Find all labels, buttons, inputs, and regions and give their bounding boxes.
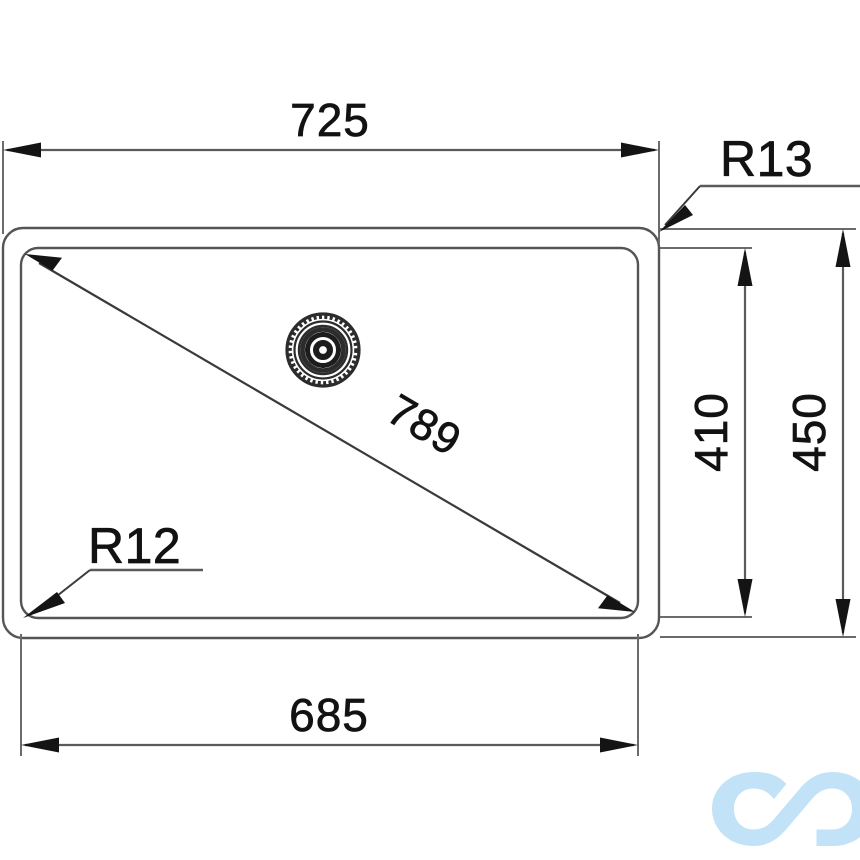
dimension-685: 685 xyxy=(20,634,639,756)
sink-outlines xyxy=(1,226,661,640)
dimension-410: 410 xyxy=(660,247,753,618)
radius-label-r12: R12 xyxy=(88,518,181,574)
radius-label-r13: R13 xyxy=(720,131,813,187)
arrow-789-topleft xyxy=(25,254,62,271)
drain-grate-icon xyxy=(285,312,361,388)
arrow-410-top xyxy=(737,248,753,286)
dim-label-725: 725 xyxy=(290,94,370,146)
dim-label-450: 450 xyxy=(783,392,835,472)
arrow-410-bottom xyxy=(737,579,753,617)
radius-callout-r13: R13 xyxy=(659,131,860,232)
arrow-r12 xyxy=(23,592,65,618)
arrow-r13 xyxy=(659,205,693,232)
infinity-logo-icon xyxy=(712,772,860,846)
arrow-450-bottom xyxy=(835,599,851,637)
dimension-725: 725 xyxy=(2,94,660,243)
dimension-450: 450 xyxy=(660,228,856,638)
sink-inner-bowl xyxy=(19,246,640,620)
sink-outer-rim xyxy=(1,226,661,640)
radius-callout-r12: R12 xyxy=(23,518,203,618)
dim-label-410: 410 xyxy=(685,392,737,472)
arrow-725-right xyxy=(621,142,659,158)
arrow-685-right xyxy=(600,737,638,753)
leader-line-r13 xyxy=(664,185,701,226)
arrow-725-left xyxy=(3,142,41,158)
dim-line-789 xyxy=(38,262,621,604)
arrow-450-top xyxy=(835,229,851,267)
watermark-logo xyxy=(712,772,860,846)
dim-label-789: 789 xyxy=(379,385,470,466)
arrow-789-bottomright xyxy=(598,595,635,612)
arrow-685-left xyxy=(21,737,59,753)
dim-label-685: 685 xyxy=(289,689,369,741)
